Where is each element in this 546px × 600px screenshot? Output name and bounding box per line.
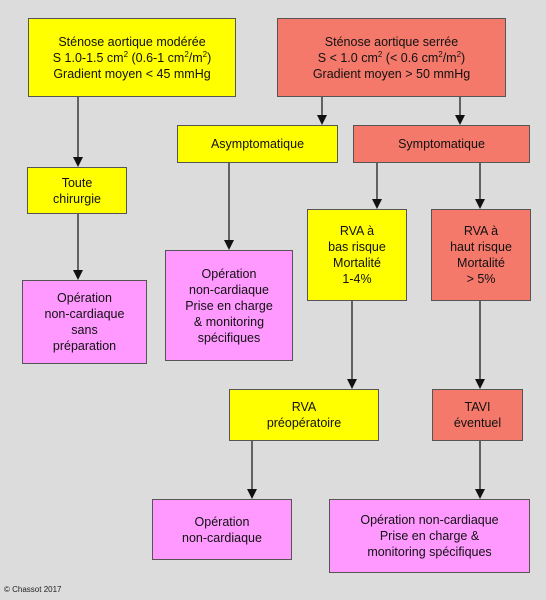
box-rva-haut-risque: RVA à haut risque Mortalité > 5% bbox=[431, 209, 531, 301]
box-severe-stenosis: Sténose aortique serrée S < 1.0 cm2 (< 0… bbox=[277, 18, 506, 97]
box-op-sans-preparation: Opération non-cardiaque sans préparation bbox=[22, 280, 147, 364]
moderate-gradient: Gradient moyen < 45 mmHg bbox=[53, 66, 211, 81]
tavi-line-1: TAVI bbox=[464, 400, 491, 414]
moderate-area: S 1.0-1.5 cm2 (0.6-1 cm2/m2) bbox=[52, 49, 212, 65]
arrow-toute-chirurgie-to-op-sans bbox=[73, 214, 83, 280]
tavi-line-2: éventuel bbox=[453, 416, 502, 430]
box-op-monitoring: Opération non-cardiaque Prise en charge … bbox=[329, 499, 530, 573]
asymptomatique-label: Asymptomatique bbox=[210, 137, 305, 151]
op-non-card-line-2: non-cardiaque bbox=[182, 530, 262, 545]
rva-bas-line-3: Mortalité bbox=[333, 256, 381, 270]
op-monitoring-line-1: Opération non-cardiaque bbox=[360, 513, 499, 527]
arrow-rva-haut-to-tavi bbox=[475, 301, 485, 389]
rva-preop-line-1: RVA bbox=[291, 400, 317, 414]
arrow-symptomatique-to-rva-haut bbox=[475, 163, 485, 209]
severe-gradient: Gradient moyen > 50 mmHg bbox=[312, 66, 471, 81]
box-op-non-cardiaque: Opération non-cardiaque bbox=[152, 499, 292, 560]
toute-chirurgie-line-2: chirurgie bbox=[53, 191, 101, 206]
op-prise-line-3: Prise en charge bbox=[185, 298, 273, 313]
op-sans-line-1: Opération bbox=[57, 291, 112, 305]
op-prise-line-1: Opération bbox=[201, 266, 257, 281]
op-sans-line-2: non-cardiaque bbox=[44, 307, 125, 321]
severe-title: Sténose aortique serrée bbox=[324, 34, 459, 49]
op-non-card-line-1: Opération bbox=[194, 514, 250, 529]
rva-haut-line-1: RVA à bbox=[463, 224, 499, 238]
symptomatique-label: Symptomatique bbox=[398, 137, 485, 151]
rva-bas-line-4: 1-4% bbox=[342, 272, 372, 286]
arrow-severe-to-symptomatique bbox=[455, 97, 465, 125]
rva-haut-line-2: haut risque bbox=[450, 240, 512, 254]
box-asymptomatique: Asymptomatique bbox=[177, 125, 338, 163]
box-rva-preoperatoire: RVA préopératoire bbox=[229, 389, 379, 441]
box-moderate-stenosis: Sténose aortique modérée S 1.0-1.5 cm2 (… bbox=[28, 18, 236, 97]
op-sans-line-4: préparation bbox=[52, 339, 117, 353]
arrow-rva-preop-to-op-non-card bbox=[247, 441, 257, 499]
arrow-moderate-to-toute-chirurgie bbox=[73, 97, 83, 167]
arrow-severe-to-asymptomatique bbox=[317, 97, 327, 125]
toute-chirurgie-line-1: Toute bbox=[61, 175, 93, 190]
op-prise-line-5: spécifiques bbox=[197, 330, 261, 345]
copyright-credit: © Chassot 2017 bbox=[4, 585, 62, 594]
rva-preop-line-2: préopératoire bbox=[266, 416, 342, 430]
moderate-title: Sténose aortique modérée bbox=[58, 34, 206, 49]
op-monitoring-line-2: Prise en charge & bbox=[379, 529, 480, 543]
box-toute-chirurgie: Toute chirurgie bbox=[27, 167, 127, 214]
arrow-asymptomatique-to-op-prise bbox=[224, 163, 234, 250]
box-symptomatique: Symptomatique bbox=[353, 125, 530, 163]
arrow-rva-bas-to-rva-preop bbox=[347, 301, 357, 389]
op-prise-line-4: & monitoring bbox=[193, 314, 265, 329]
severe-area: S < 1.0 cm2 (< 0.6 cm2/m2) bbox=[317, 49, 466, 65]
rva-haut-line-3: Mortalité bbox=[457, 256, 505, 270]
op-sans-line-3: sans bbox=[71, 323, 98, 337]
rva-haut-line-4: > 5% bbox=[466, 272, 496, 286]
rva-bas-line-2: bas risque bbox=[328, 240, 386, 254]
box-op-prise-en-charge: Opération non-cardiaque Prise en charge … bbox=[165, 250, 293, 361]
op-prise-line-2: non-cardiaque bbox=[189, 282, 269, 297]
arrow-symptomatique-to-rva-bas bbox=[372, 163, 382, 209]
rva-bas-line-1: RVA à bbox=[339, 224, 375, 238]
op-monitoring-line-3: monitoring spécifiques bbox=[367, 545, 492, 559]
box-tavi: TAVI éventuel bbox=[432, 389, 523, 441]
arrow-tavi-to-op-monitoring bbox=[475, 441, 485, 499]
box-rva-bas-risque: RVA à bas risque Mortalité 1-4% bbox=[307, 209, 407, 301]
